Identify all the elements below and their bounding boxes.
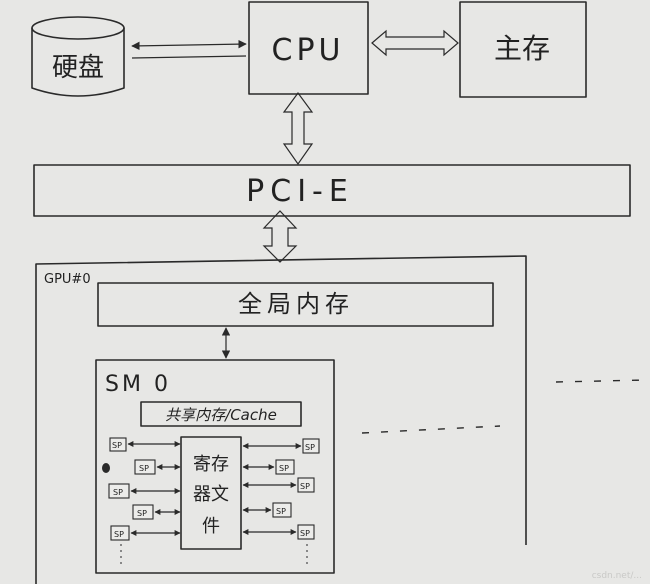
sp-left-3-label: SP: [113, 488, 123, 497]
sm-label: SM 0: [105, 372, 171, 397]
sp-right-3-label: SP: [300, 482, 310, 491]
pcie-gpu-arrow: [262, 210, 298, 263]
sp-left-4-label: SP: [137, 509, 147, 518]
main-memory-label: 主存: [494, 32, 550, 65]
gpu-box: GPU#0: [35, 255, 527, 584]
cpu-box: CPU: [248, 1, 369, 95]
register-file-box: 寄存 器文 件: [180, 436, 242, 550]
cpu-label: CPU: [272, 33, 345, 68]
sp-units: SP SP SP SP SP SP: [102, 437, 320, 566]
sp-right-4: SP: [242, 502, 292, 518]
watermark: csdn.net/...: [592, 571, 642, 581]
sp-right-4-label: SP: [276, 507, 286, 516]
sp-left-2-label: SP: [139, 464, 149, 473]
disk-label: 硬盘: [52, 53, 104, 83]
sp-left-1: SP: [109, 437, 181, 452]
register-file-line-2: 器文: [193, 484, 229, 505]
sp-right-2-label: SP: [279, 464, 289, 473]
sp-right-2: SP: [242, 459, 295, 475]
cpu-pcie-arrow: [282, 91, 314, 166]
disk-cylinder: 硬盘: [31, 16, 125, 97]
shared-memory-box: 共享内存/Cache: [140, 401, 302, 427]
global-memory-box: 全局内存: [97, 282, 494, 327]
sp-right-3: SP: [242, 477, 315, 493]
main-memory-box: 主存: [459, 1, 587, 98]
register-file-line-1: 寄存: [193, 454, 229, 475]
sp-right-5: SP: [242, 524, 315, 540]
shared-memory-label: 共享内存/Cache: [165, 406, 277, 424]
pcie-bus: PCI-E: [33, 164, 631, 217]
sp-left-2: SP: [102, 459, 181, 475]
cpu-mainmem-arrow: [371, 29, 459, 57]
register-file-line-3: 件: [202, 516, 220, 537]
sm-box: SM 0: [95, 359, 335, 574]
sp-left-5: SP: [110, 525, 181, 541]
more-gpu-dashes-1: [555, 379, 647, 383]
global-memory-label: 全局内存: [238, 290, 354, 318]
disk-cpu-arrow: [131, 39, 247, 59]
pcie-label: PCI-E: [246, 174, 354, 209]
sp-left-5-label: SP: [114, 530, 124, 539]
sp-left-3: SP: [108, 483, 181, 499]
sp-right-5-label: SP: [300, 529, 310, 538]
sp-right-1-label: SP: [305, 443, 315, 452]
more-sm-dashes-1: [361, 425, 501, 434]
sp-left-4: SP: [132, 504, 181, 520]
sp-right-1: SP: [242, 438, 320, 454]
sp-left-1-label: SP: [112, 441, 122, 450]
gpu-label: GPU#0: [44, 272, 91, 287]
